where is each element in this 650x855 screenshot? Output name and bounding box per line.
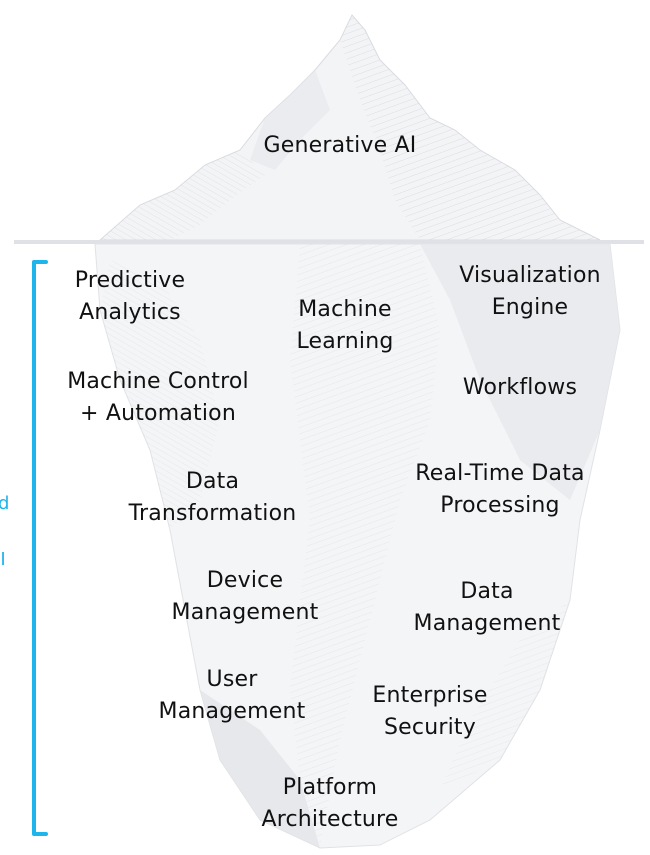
label-generative-ai: Generative AI [263, 133, 417, 158]
label-device-management: Device Management [171, 568, 319, 625]
left-bracket-icon [32, 260, 48, 836]
iceberg-submerged [94, 243, 621, 849]
side-label-2: AI [0, 549, 6, 570]
label-visualization-engine: Visualization Engine [459, 263, 601, 320]
iceberg-tip [98, 14, 601, 241]
label-platform-architecture: Platform Architecture [261, 775, 399, 832]
label-workflows: Workflows [462, 375, 578, 400]
label-machine-control-automation: Machine Control + Automation [67, 369, 249, 426]
label-enterprise-security: Enterprise Security [372, 683, 488, 740]
side-label-1: d [0, 493, 10, 514]
label-data-transformation: Data Transformation [128, 469, 297, 526]
label-data-management: Data Management [413, 579, 561, 636]
label-predictive-analytics: Predictive Analytics [74, 268, 186, 325]
label-real-time-data-processing: Real-Time Data Processing [415, 461, 585, 518]
label-user-management: User Management [158, 667, 306, 724]
label-machine-learning: Machine Learning [296, 297, 394, 354]
waterline [14, 240, 644, 244]
